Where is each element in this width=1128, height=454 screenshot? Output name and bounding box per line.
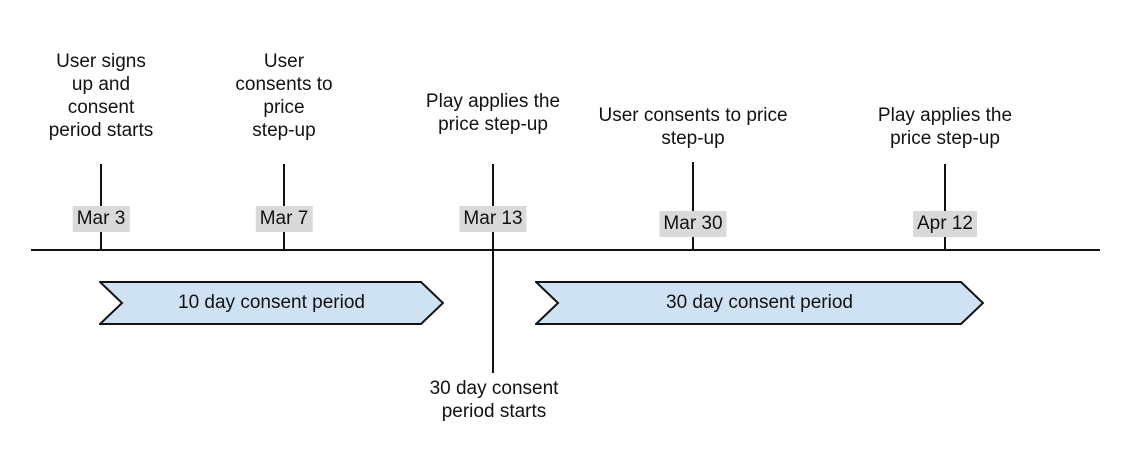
event-2-label-line: User [263, 51, 305, 72]
event-4-label-line: User consents to price [598, 105, 788, 126]
event-5-tick-line [944, 164, 946, 251]
event-1-label-line: period starts [48, 120, 154, 141]
event-4-label-line: step-up [661, 128, 725, 149]
event-3-date-badge: Mar 13 [459, 206, 527, 232]
event-1-label-line: up and [71, 74, 131, 95]
event-5-label-line: Play applies the [877, 105, 1013, 126]
event-1-label-line: consent [67, 97, 135, 118]
event-3-label-line: Play applies the [425, 91, 561, 112]
timeline-axis [31, 249, 1100, 251]
event-3-label-line: price step-up [438, 114, 548, 135]
consent-period-30-label: 30 day consent period [666, 292, 853, 313]
event-2-label-line: consents to [235, 74, 333, 95]
consent-period-10-label: 10 day consent period [178, 292, 365, 313]
event-1-label-line: User signs [56, 51, 146, 72]
consent-period-30-banner: 30 day consent period [535, 281, 984, 325]
event-4-tick-line [692, 162, 694, 251]
consent-period-start-connector-line [492, 251, 494, 373]
event-4-date-badge: Mar 30 [659, 211, 727, 237]
event-1-date-badge: Mar 3 [72, 206, 130, 232]
chevron-banner-shape [99, 281, 444, 325]
event-2-date-badge: Mar 7 [255, 206, 313, 232]
consent-period-10-banner: 10 day consent period [99, 281, 444, 325]
consent-period-start-note: 30 day consent period starts [430, 377, 559, 423]
event-2-label: User consents to price step-up [235, 50, 332, 142]
event-4-label: User consents to price step-up [598, 104, 787, 150]
event-2-label-line: price [263, 97, 305, 118]
event-3-label: Play applies the price step-up [426, 90, 560, 136]
event-1-label: User signs up and consent period starts [49, 50, 154, 142]
consent-period-start-note-line: 30 day consent [429, 378, 559, 399]
event-5-label: Play applies the price step-up [878, 104, 1012, 150]
event-5-label-line: price step-up [890, 128, 1000, 149]
chevron-banner-shape [535, 281, 984, 325]
event-2-label-line: step-up [252, 120, 316, 141]
event-5-date-badge: Apr 12 [913, 211, 977, 237]
consent-period-start-note-line: period starts [441, 401, 547, 422]
